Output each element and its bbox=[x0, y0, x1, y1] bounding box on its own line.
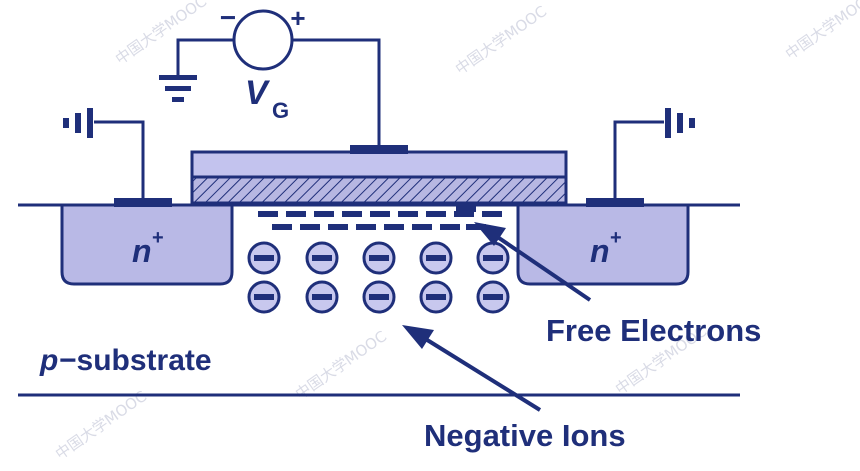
source-plus-label: + bbox=[290, 3, 305, 33]
source-contact bbox=[114, 198, 172, 207]
drain-ground-icon bbox=[665, 108, 695, 138]
free-electron bbox=[356, 224, 376, 230]
watermark: 中国大学MOOC bbox=[452, 2, 550, 78]
free-electron bbox=[412, 224, 432, 230]
drain-doping-label: n bbox=[590, 233, 610, 269]
negative-ion bbox=[419, 241, 453, 275]
gate-voltage-label: V bbox=[245, 74, 271, 112]
negative-ion bbox=[362, 241, 396, 275]
source-ground-wire bbox=[94, 120, 145, 198]
drain-contact bbox=[586, 198, 644, 207]
free-electron bbox=[286, 211, 306, 217]
free-electron bbox=[440, 224, 460, 230]
source-minus-label: − bbox=[220, 2, 236, 33]
free-electron bbox=[384, 224, 404, 230]
free-electron bbox=[272, 224, 292, 230]
ground-wire bbox=[176, 38, 234, 75]
free-electron bbox=[342, 211, 362, 217]
free-electron bbox=[426, 211, 446, 217]
free-electron bbox=[482, 211, 502, 217]
free-electron bbox=[328, 224, 348, 230]
source-doping-label: n bbox=[132, 233, 152, 269]
drain-doping-superscript: + bbox=[610, 227, 622, 249]
negative-ion bbox=[247, 280, 281, 314]
watermark: 中国大学MOOC bbox=[52, 387, 150, 463]
source-n-region bbox=[60, 203, 234, 286]
free-electron bbox=[456, 206, 476, 212]
free-electron bbox=[398, 211, 418, 217]
gate-wire bbox=[292, 38, 381, 145]
negative-ion bbox=[476, 241, 510, 275]
negative-ions-arrow bbox=[402, 325, 542, 412]
voltage-source-icon bbox=[232, 9, 294, 71]
negative-ion bbox=[476, 280, 510, 314]
negative-ion bbox=[247, 241, 281, 275]
ground-icon bbox=[159, 75, 197, 102]
negative-ions-label: Negative Ions bbox=[424, 418, 626, 453]
free-electron bbox=[454, 211, 474, 217]
watermark: 中国大学MOOC bbox=[292, 327, 390, 403]
negative-ion bbox=[419, 280, 453, 314]
free-electron bbox=[258, 211, 278, 217]
source-doping-superscript: + bbox=[152, 227, 164, 249]
free-electrons-arrow bbox=[474, 222, 592, 302]
negative-ion bbox=[362, 280, 396, 314]
negative-ion-grid bbox=[247, 241, 510, 314]
free-electrons-label: Free Electrons bbox=[546, 313, 761, 348]
gate-electrode bbox=[190, 150, 568, 179]
gate-voltage-subscript: G bbox=[272, 98, 289, 123]
drain-ground-wire bbox=[613, 120, 664, 198]
negative-ion bbox=[305, 280, 339, 314]
watermark: 中国大学MOOC bbox=[782, 0, 860, 63]
source-ground-icon bbox=[63, 108, 93, 138]
watermark: 中国大学MOOC bbox=[112, 0, 210, 68]
free-electron bbox=[370, 211, 390, 217]
gate-oxide bbox=[190, 175, 568, 205]
free-electron bbox=[300, 224, 320, 230]
drain-n-region bbox=[516, 203, 690, 286]
free-electron bbox=[314, 211, 334, 217]
substrate-type-label: p bbox=[39, 344, 58, 377]
free-electron-layer bbox=[258, 206, 502, 230]
negative-ion bbox=[305, 241, 339, 275]
substrate-label: −substrate bbox=[59, 344, 212, 377]
free-electron bbox=[466, 224, 486, 230]
gate-contact bbox=[350, 145, 408, 154]
